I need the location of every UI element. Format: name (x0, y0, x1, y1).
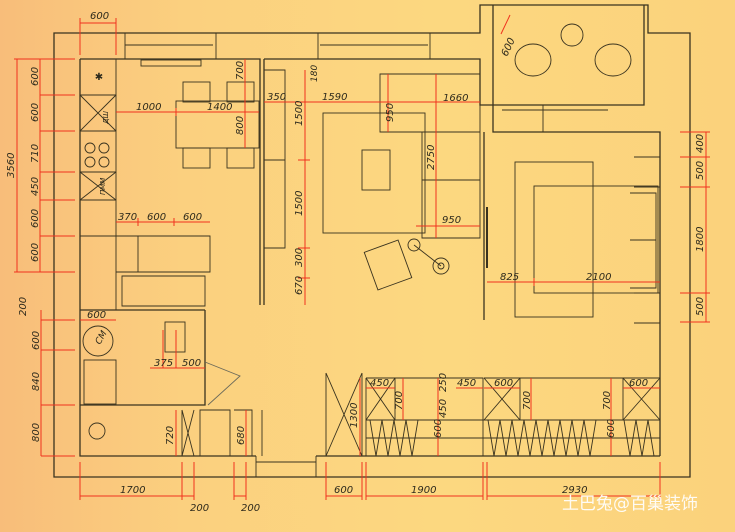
dim-living: 300 (294, 248, 305, 267)
dim-wardrobe: 600 (433, 419, 444, 438)
kitchen-furniture: ✱ ПММ ДШ (79, 58, 260, 311)
dim-kitchen: 600 (183, 212, 202, 223)
dim-left: 600 (30, 243, 41, 262)
dim-living: 1660 (443, 93, 468, 104)
dim-bottom: 1700 (120, 485, 145, 496)
dim-left: 600 (30, 103, 41, 122)
dim-living: 950 (385, 103, 396, 122)
dim-wardrobe: 700 (602, 391, 613, 410)
dim-wardrobe: 600 (629, 378, 648, 389)
balcony-furniture (502, 23, 632, 132)
living-room-furniture (264, 69, 481, 291)
dim-wardrobe: 600 (606, 419, 617, 438)
dim-living: 950 (442, 215, 461, 226)
dim-bathroom: 720 (165, 426, 176, 445)
dim-left: 600 (30, 209, 41, 228)
dim-kitchen: 1400 (207, 102, 232, 113)
appliance-label-washing-machine: СМ (94, 329, 110, 346)
watermark: 土巴兔@百巢装饰 (562, 494, 698, 514)
dim-bottom: 200 (241, 503, 260, 514)
appliance-label-fridge: ДШ (102, 111, 110, 125)
dim-bedroom: 500 (695, 297, 706, 316)
dim-left: 450 (30, 177, 41, 196)
dim-bathroom: 840 (31, 372, 42, 391)
dim-wardrobe: 450 (457, 378, 476, 389)
dim-living: 350 (267, 92, 286, 103)
dim-bathroom: 600 (87, 310, 106, 321)
dim-living: 670 (294, 276, 305, 295)
bedroom-furniture (486, 156, 661, 324)
dim-bathroom: 680 (236, 426, 247, 445)
dim-kitchen: 1000 (136, 102, 161, 113)
dim-bathroom: 600 (31, 331, 42, 350)
dim-kitchen: 800 (235, 116, 246, 135)
dim-wardrobe: 700 (522, 391, 533, 410)
dim-living: 2750 (426, 145, 437, 170)
dim-kitchen: 600 (147, 212, 166, 223)
dim-bathroom: 375 (154, 358, 173, 369)
dim-bedroom: 825 (500, 272, 519, 283)
dimension-labels: 600 3560 600 600 710 450 600 600 1000 14… (6, 11, 706, 514)
dim-left-total: 3560 (6, 153, 17, 178)
dim-left: 600 (30, 67, 41, 86)
dim-living: 1590 (322, 92, 347, 103)
bathroom-fixtures: СМ (80, 321, 263, 457)
walls (53, 4, 691, 478)
dim-balcony: 600 (500, 36, 518, 58)
dim-bottom: 200 (190, 503, 209, 514)
dim-wardrobe: 700 (394, 391, 405, 410)
hood-icon: ✱ (95, 72, 103, 83)
dim-bedroom: 2100 (586, 272, 611, 283)
wardrobes (325, 372, 661, 457)
dim-bottom: 1900 (411, 485, 436, 496)
dim-bottom: 600 (334, 485, 353, 496)
dim-bedroom: 1800 (695, 227, 706, 252)
dim-wardrobe-height: 1300 (349, 403, 360, 428)
dim-top: 600 (90, 11, 109, 22)
dim-living: 1500 (294, 101, 305, 126)
dim-kitchen: 370 (118, 212, 137, 223)
appliance-label-dishwasher: ПММ (99, 178, 107, 195)
dim-left: 710 (30, 144, 41, 163)
dim-living: 180 (310, 65, 320, 82)
dim-bathroom: 200 (18, 297, 29, 316)
dimension-lines (14, 14, 710, 500)
dim-bathroom: 800 (31, 423, 42, 442)
dim-wardrobe: 450 (370, 378, 389, 389)
dim-bedroom: 400 (695, 134, 706, 153)
dim-wardrobe: 600 (494, 378, 513, 389)
dim-bottom: 2930 (562, 485, 587, 496)
dim-bedroom: 500 (695, 161, 706, 180)
dim-kitchen: 700 (235, 61, 246, 80)
dim-living: 1500 (294, 191, 305, 216)
dim-wardrobe: 450 (438, 399, 449, 418)
dim-wardrobe: 250 (438, 373, 449, 392)
dim-bathroom: 500 (182, 358, 201, 369)
